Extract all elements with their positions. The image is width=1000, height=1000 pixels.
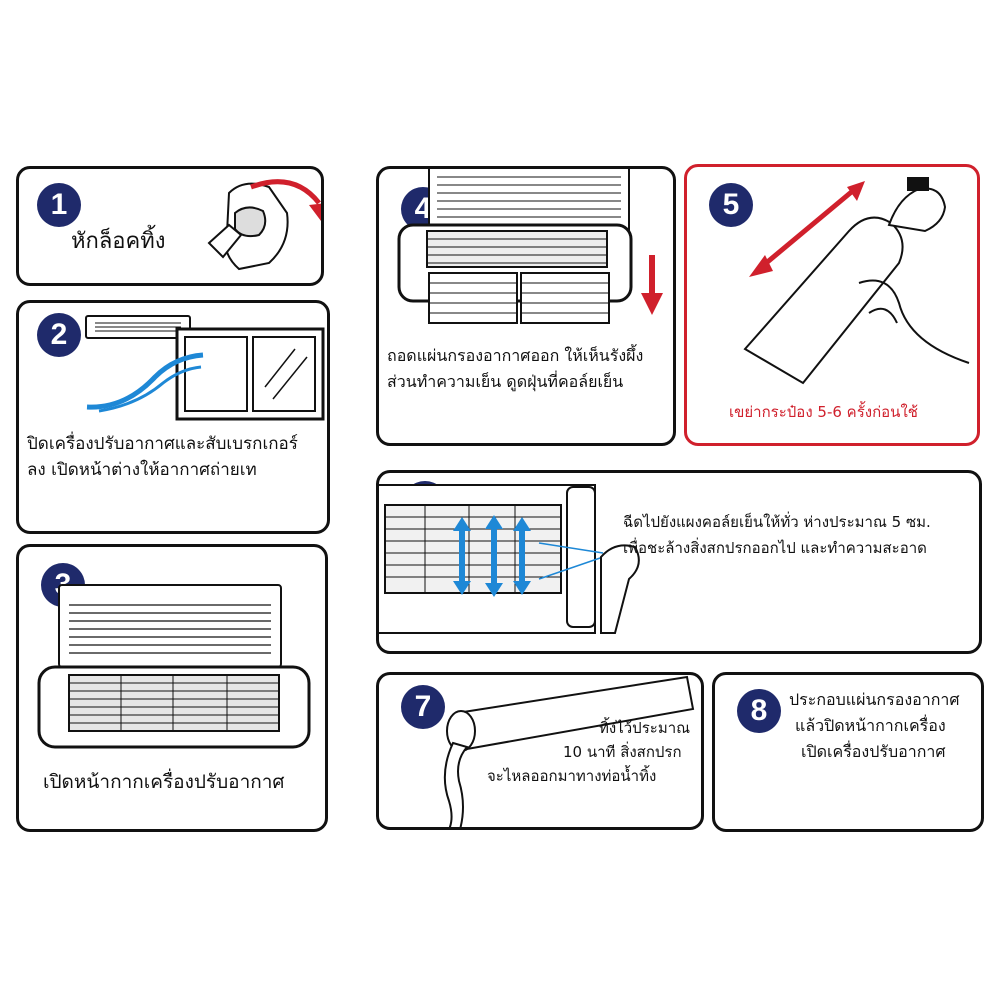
step-7-card: 7 ทิ้งไว้ประมาณ 10 นาที สิ่งสกปรก จะไหลอ… [376, 672, 704, 830]
coil-spray-icon [379, 484, 640, 634]
step-2-text-line-1: ปิดเครื่องปรับอากาศและสับเบรกเกอร์ [27, 434, 298, 454]
step-7-number: 7 [401, 685, 445, 729]
step-3-card: 3 เปิดหน้ากากเครื่องปรับอากาศ [16, 544, 328, 832]
window-icon [175, 327, 325, 421]
step-4-text-line-1: ถอดแผ่นกรองอากาศออก ให้เห็นรังผึ้ง [387, 346, 644, 365]
step-8-text-line-3: เปิดเครื่องปรับอากาศ [801, 742, 946, 761]
air-flow-icon [86, 352, 204, 413]
step-5-card: 5 เขย่ากระป๋อง 5-6 ครั้งก่อนใช้ [684, 164, 980, 446]
step-2-text-line-2: ลง เปิดหน้าต่างให้อากาศถ่ายเท [27, 460, 257, 480]
spray-can-icon [743, 177, 970, 385]
step-1-number: 1 [37, 183, 81, 227]
step-3-text: เปิดหน้ากากเครื่องปรับอากาศ [43, 771, 285, 793]
step-2-card: 2 ปิดเครื่องปรับอากาศและสับเบรกเกอร์ ลง … [16, 300, 330, 534]
step-5-text: เขย่ากระป๋อง 5-6 ครั้งก่อนใช้ [729, 403, 918, 421]
drain-pipe-icon [443, 675, 695, 827]
step-1-text: หักล็อคทิ้ง [71, 229, 166, 254]
air-conditioner-icon [37, 584, 311, 749]
filter-removal-icon [397, 169, 663, 324]
step-8-text-line-1: ประกอบแผ่นกรองอากาศ [789, 690, 960, 709]
step-5-number: 5 [709, 183, 753, 227]
step-7-text-line-2: 10 นาที สิ่งสกปรก [563, 743, 682, 761]
step-6-text-line-1: ฉีดไปยังแผงคอล์ยเย็นให้ทั่ว ห่างประมาณ 5… [623, 513, 931, 531]
step-2-number: 2 [37, 313, 81, 357]
step-8-card: 8 ประกอบแผ่นกรองอากาศ แล้วปิดหน้ากากเครื… [712, 672, 984, 832]
step-7-text-line-1: ทิ้งไว้ประมาณ [599, 719, 691, 737]
step-8-text-line-2: แล้วปิดหน้ากากเครื่อง [795, 716, 946, 735]
step-1-card: 1 หักล็อคทิ้ง [16, 166, 324, 286]
step-6-card: 6 ฉีดไปยังแผงคอล์ยเย็นให้ทั่ว ห่างประมาณ… [376, 470, 982, 654]
step-8-number: 8 [737, 689, 781, 733]
step-7-text-line-3: จะไหลออกมาทางท่อน้ำทิ้ง [487, 767, 657, 785]
lock-break-icon [207, 179, 321, 271]
step-4-text-line-2: ส่วนทำความเย็น ดูดฝุ่นที่คอล์ยเย็น [387, 372, 624, 391]
ac-unit-icon [85, 315, 191, 339]
step-6-text-line-2: เพื่อชะล้างสิ่งสกปรกออกไป และทำความสะอาด [623, 539, 927, 557]
step-4-card: 4 ถอดแผ่นกรองอากาศออก ให้เห็นรังผึ้ง ส่ว… [376, 166, 676, 446]
